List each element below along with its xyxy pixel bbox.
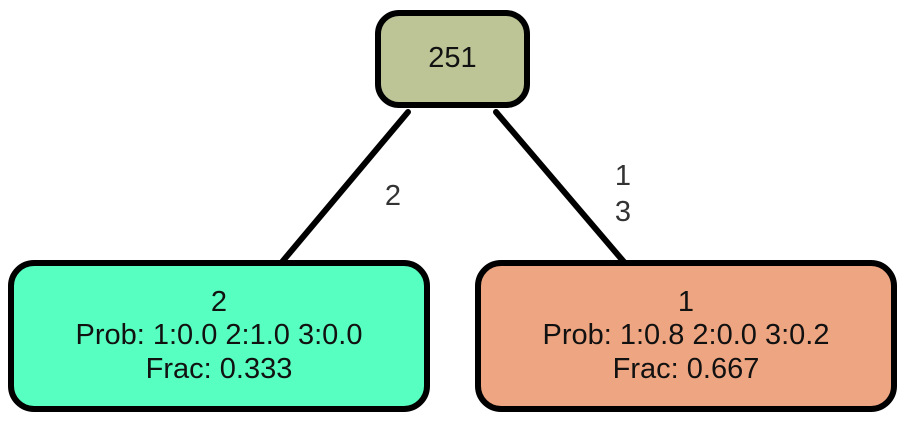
right-edge-label-line-2: 3 bbox=[614, 196, 632, 228]
left-node-frac: Frac: 0.333 bbox=[145, 352, 293, 385]
left-leaf-node: 2 Prob: 1:0.0 2:1.0 3:0.0 Frac: 0.333 bbox=[8, 260, 430, 412]
right-node-prob: Prob: 1:0.8 2:0.0 3:0.2 bbox=[542, 319, 830, 352]
root-node: 251 bbox=[375, 10, 530, 108]
right-edge-label-line-1: 1 bbox=[614, 160, 632, 192]
right-node-class: 1 bbox=[677, 285, 695, 318]
left-edge-label: 2 bbox=[378, 178, 408, 214]
left-node-prob: Prob: 1:0.0 2:1.0 3:0.0 bbox=[75, 319, 363, 352]
edge-root-to-left bbox=[279, 109, 411, 265]
right-node-frac: Frac: 0.667 bbox=[612, 352, 760, 385]
root-node-label: 251 bbox=[428, 42, 477, 75]
right-edge-label: 1 3 bbox=[608, 158, 638, 230]
edge-root-to-right bbox=[493, 109, 627, 265]
left-node-class: 2 bbox=[210, 285, 228, 318]
left-edge-label-text: 2 bbox=[384, 180, 402, 212]
right-leaf-node: 1 Prob: 1:0.8 2:0.0 3:0.2 Frac: 0.667 bbox=[475, 260, 897, 412]
